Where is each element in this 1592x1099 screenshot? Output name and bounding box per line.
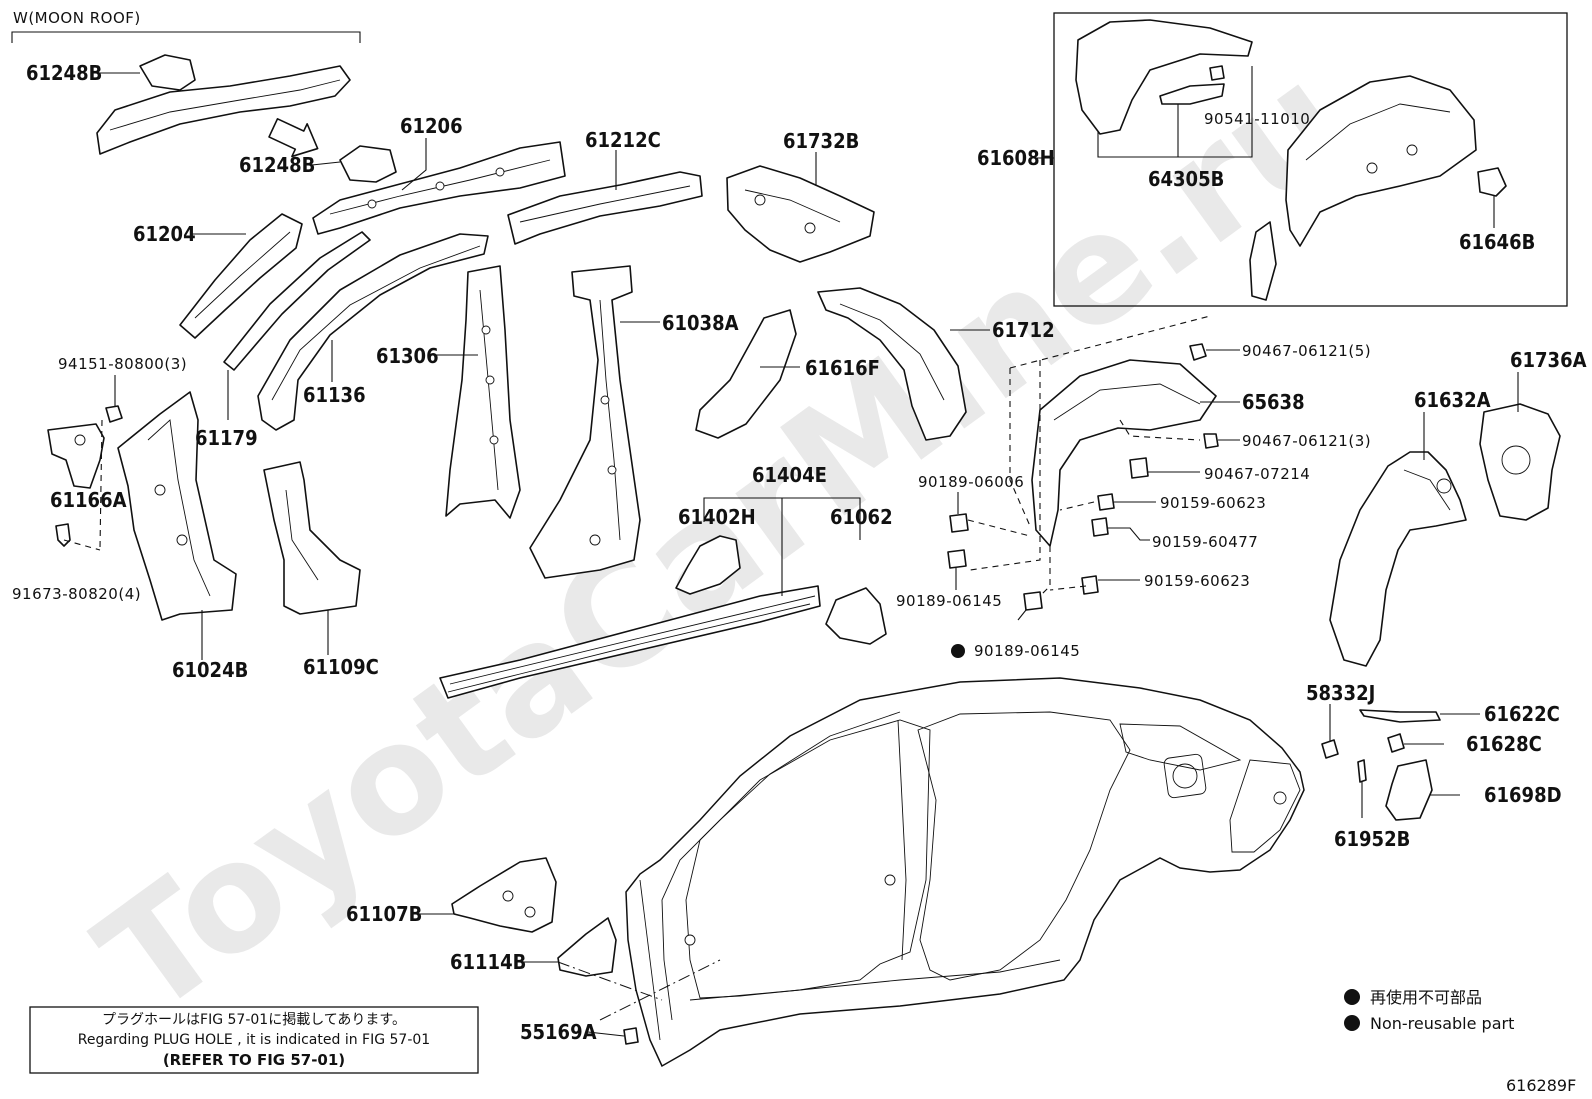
- part-shapes: [47, 12, 1568, 1045]
- non-reusable-marker: [951, 644, 965, 658]
- label-61136: 61136: [303, 383, 366, 407]
- leader-lines: [63, 66, 1519, 1037]
- part-labels: 61248B 61206 61248B 61212C 61732B 61204 …: [12, 61, 1587, 1044]
- label-61114b: 61114B: [450, 950, 526, 974]
- figure-code: 616289F: [1506, 1076, 1576, 1095]
- label-90159-60623-a: 90159-60623: [1160, 494, 1266, 512]
- label-90467-06121-3: 90467-06121(3): [1242, 432, 1371, 450]
- variant-label: W(MOON ROOF): [13, 9, 141, 27]
- label-61107b: 61107B: [346, 902, 422, 926]
- label-90189-06145-a: 90189-06145: [896, 592, 1002, 610]
- note-refer: (REFER TO FIG 57-01): [163, 1051, 345, 1069]
- label-61402h: 61402H: [678, 505, 756, 529]
- label-61038a: 61038A: [662, 311, 739, 335]
- label-61628c: 61628C: [1466, 732, 1542, 756]
- note-line-jp: プラグホールはFIG 57-01に掲載してあります。: [102, 1012, 406, 1028]
- legend-marker-jp: [1344, 989, 1360, 1005]
- label-90467-06121-5: 90467-06121(5): [1242, 342, 1371, 360]
- label-90159-60623-b: 90159-60623: [1144, 572, 1250, 590]
- legend-text-en: Non-reusable part: [1370, 1014, 1514, 1033]
- label-90189-06145-b: 90189-06145: [974, 642, 1080, 660]
- legend: 再使用不可部品 Non-reusable part: [1344, 988, 1514, 1033]
- label-61204: 61204: [133, 222, 196, 246]
- legend-marker-en: [1344, 1015, 1360, 1031]
- legend-text-jp: 再使用不可部品: [1370, 988, 1482, 1007]
- note-line-en: Regarding PLUG HOLE , it is indicated in…: [78, 1032, 430, 1048]
- label-61616f: 61616F: [805, 356, 880, 380]
- plug-hole-note: プラグホールはFIG 57-01に掲載してあります。 Regarding PLU…: [29, 1006, 479, 1074]
- label-55169a: 55169A: [520, 1020, 597, 1044]
- label-61206: 61206: [400, 114, 463, 138]
- label-61622c: 61622C: [1484, 702, 1560, 726]
- body-side-panel: [625, 677, 1305, 1068]
- label-61179: 61179: [195, 426, 258, 450]
- label-90541-11010: 90541-11010: [1204, 110, 1310, 128]
- label-94151-80800: 94151-80800(3): [58, 355, 187, 373]
- label-61062: 61062: [830, 505, 893, 529]
- label-61698d: 61698D: [1484, 783, 1562, 807]
- label-65638: 65638: [1242, 390, 1305, 414]
- label-61212c: 61212C: [585, 128, 661, 152]
- inset-frame: [1053, 12, 1568, 307]
- label-61248b-upper: 61248B: [26, 61, 102, 85]
- label-58332j: 58332J: [1306, 681, 1375, 705]
- label-61404e: 61404E: [752, 463, 827, 487]
- label-90467-07214: 90467-07214: [1204, 465, 1310, 483]
- label-64305b: 64305B: [1148, 167, 1224, 191]
- label-61632a: 61632A: [1414, 388, 1491, 412]
- moon-roof-group: W(MOON ROOF): [11, 9, 361, 43]
- label-61952b: 61952B: [1334, 827, 1410, 851]
- label-90189-06006: 90189-06006: [918, 473, 1024, 491]
- label-61248b-lower: 61248B: [239, 153, 315, 177]
- label-91673-80820: 91673-80820(4): [12, 585, 141, 603]
- label-61608h: 61608H: [977, 146, 1055, 170]
- label-61736a: 61736A: [1510, 348, 1587, 372]
- label-90159-60477: 90159-60477: [1152, 533, 1258, 551]
- label-61306: 61306: [376, 344, 439, 368]
- label-61646b: 61646B: [1459, 230, 1535, 254]
- label-61024b: 61024B: [172, 658, 248, 682]
- label-61712: 61712: [992, 318, 1055, 342]
- label-61166a: 61166A: [50, 488, 127, 512]
- label-61732b: 61732B: [783, 129, 859, 153]
- label-61109c: 61109C: [303, 655, 379, 679]
